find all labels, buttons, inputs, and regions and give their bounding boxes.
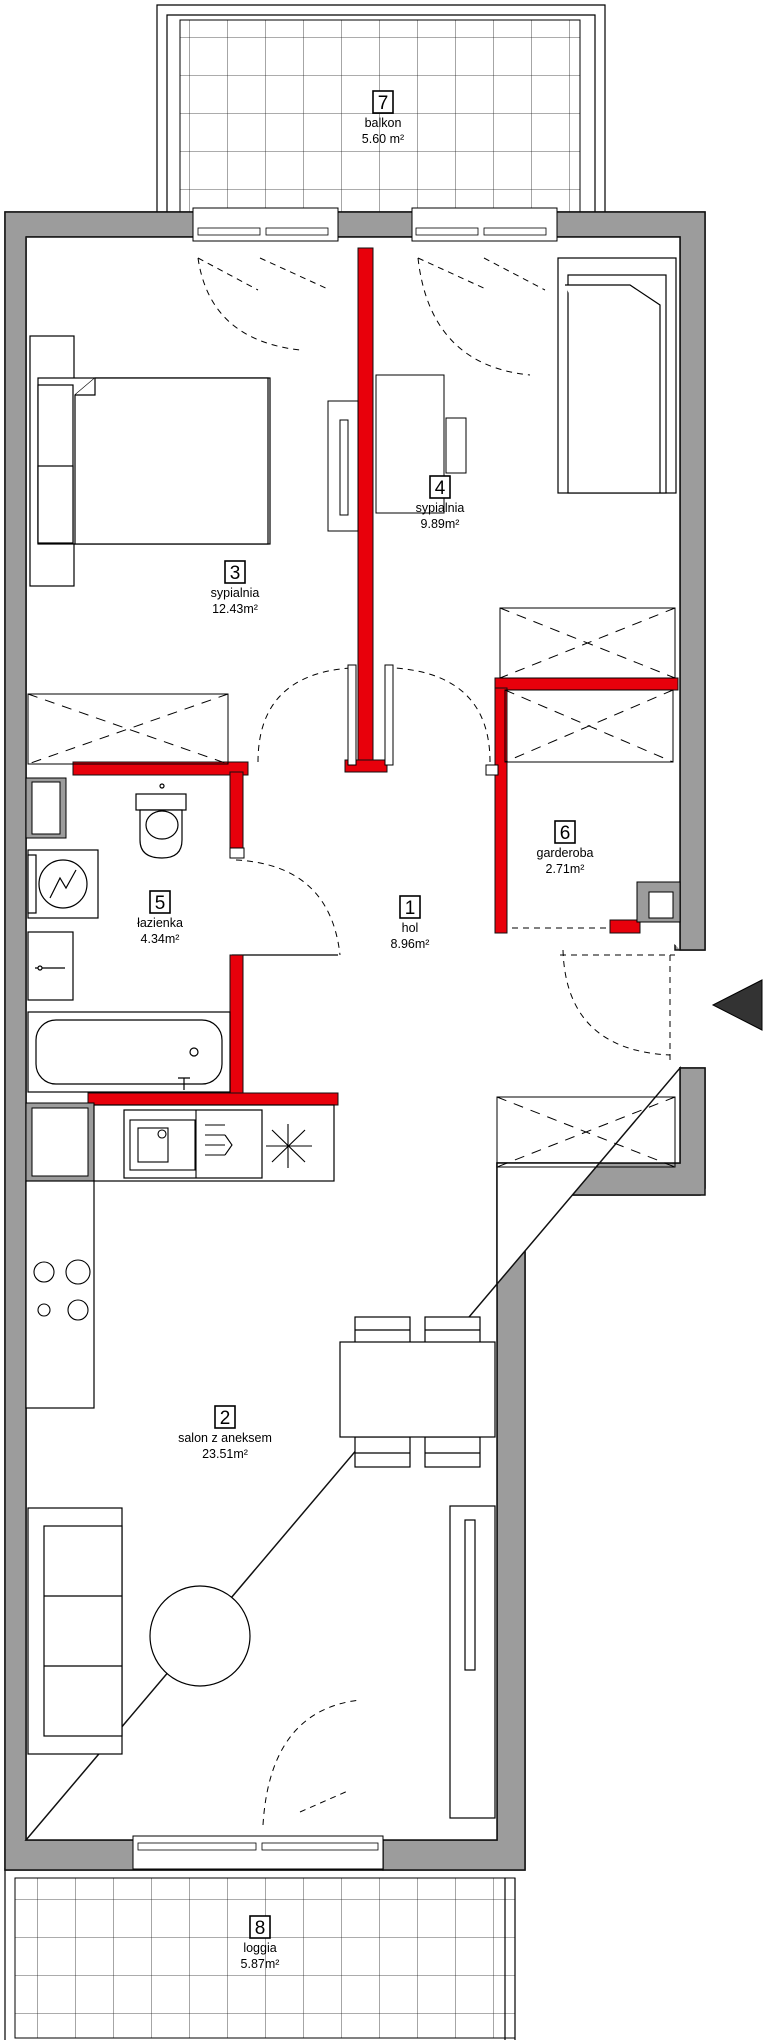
room-number-box: [249, 1915, 271, 1939]
room-area: 8.96m²: [391, 937, 430, 951]
room-area: 5.60 m²: [362, 132, 404, 146]
room-number: 4: [435, 478, 446, 499]
room-label-1: 1 hol 8.96m²: [391, 895, 430, 951]
wardrobe-icon: [499, 607, 676, 763]
room-name: sypialnia: [211, 586, 260, 600]
room-name: balkon: [365, 116, 402, 130]
room-number: 1: [405, 898, 416, 919]
room-area: 12.43m²: [212, 602, 258, 616]
washing-machine-icon: [27, 849, 99, 919]
sofa-icon: [27, 1507, 123, 1755]
cooktop-icon: [33, 1259, 91, 1321]
room-number-box: [429, 475, 451, 499]
room-area: 9.89m²: [421, 517, 460, 531]
room-label-3: 3 sypialnia 12.43m²: [211, 560, 260, 616]
loggia-area: [4, 1868, 516, 2040]
room-number-box: [214, 1405, 236, 1429]
room-number-box: [224, 560, 246, 584]
partition-walls: [72, 247, 679, 1106]
balcony-area: [156, 4, 606, 213]
kitchen-sink-icon: [129, 1110, 312, 1178]
room-area: 4.34m²: [141, 932, 180, 946]
room-label-8: 8 loggia 5.87m²: [241, 1915, 280, 1971]
wardrobe-icon: [496, 1096, 676, 1168]
room-number: 5: [155, 893, 166, 914]
room-number-box: [149, 890, 171, 914]
door-swings: [197, 257, 671, 1826]
room-number-box: [554, 820, 576, 844]
room-area: 5.87m²: [241, 1957, 280, 1971]
room-number: 7: [378, 93, 389, 114]
window-living-room: [132, 1835, 384, 1870]
room-number: 8: [255, 1918, 266, 1939]
dining-table-icon: [339, 1316, 496, 1468]
room-number: 3: [230, 563, 241, 584]
kitchen-counter: [25, 1104, 335, 1409]
bed-icon: [557, 257, 677, 494]
entrance-arrow-icon: [711, 979, 763, 1031]
room-area: 23.51m²: [202, 1447, 248, 1461]
room-name: garderoba: [537, 846, 594, 860]
room-number: 2: [220, 1408, 231, 1429]
room-label-6: 6 garderoba 2.71m²: [537, 820, 594, 876]
room-name: hol: [402, 921, 419, 935]
room-name: loggia: [243, 1941, 276, 1955]
room-label-2: 2 salon z aneksem 23.51m²: [178, 1405, 272, 1461]
room-area: 2.71m²: [546, 862, 585, 876]
coffee-table-icon: [149, 1585, 251, 1687]
bathtub-icon: [27, 1011, 231, 1093]
room-label-7: 7 balkon 5.60 m²: [362, 90, 404, 146]
room-name: salon z aneksem: [178, 1431, 272, 1445]
room-label-4: 4 sypialnia 9.89m²: [416, 475, 465, 531]
bed-icon: [29, 335, 271, 587]
room-number-box: [372, 90, 394, 114]
wardrobe-icon: [27, 693, 229, 765]
room-label-5: 5 łazienka 4.34m²: [137, 890, 183, 946]
toilet-icon: [135, 783, 187, 859]
window-bedroom-3: [192, 207, 339, 242]
tv-unit: [449, 1505, 496, 1819]
room-name: sypialnia: [416, 501, 465, 515]
room-number-box: [399, 895, 421, 919]
window-bedroom-4: [411, 207, 558, 242]
sink-icon: [27, 931, 74, 1001]
room-name: łazienka: [137, 916, 183, 930]
room-number: 6: [560, 823, 571, 844]
